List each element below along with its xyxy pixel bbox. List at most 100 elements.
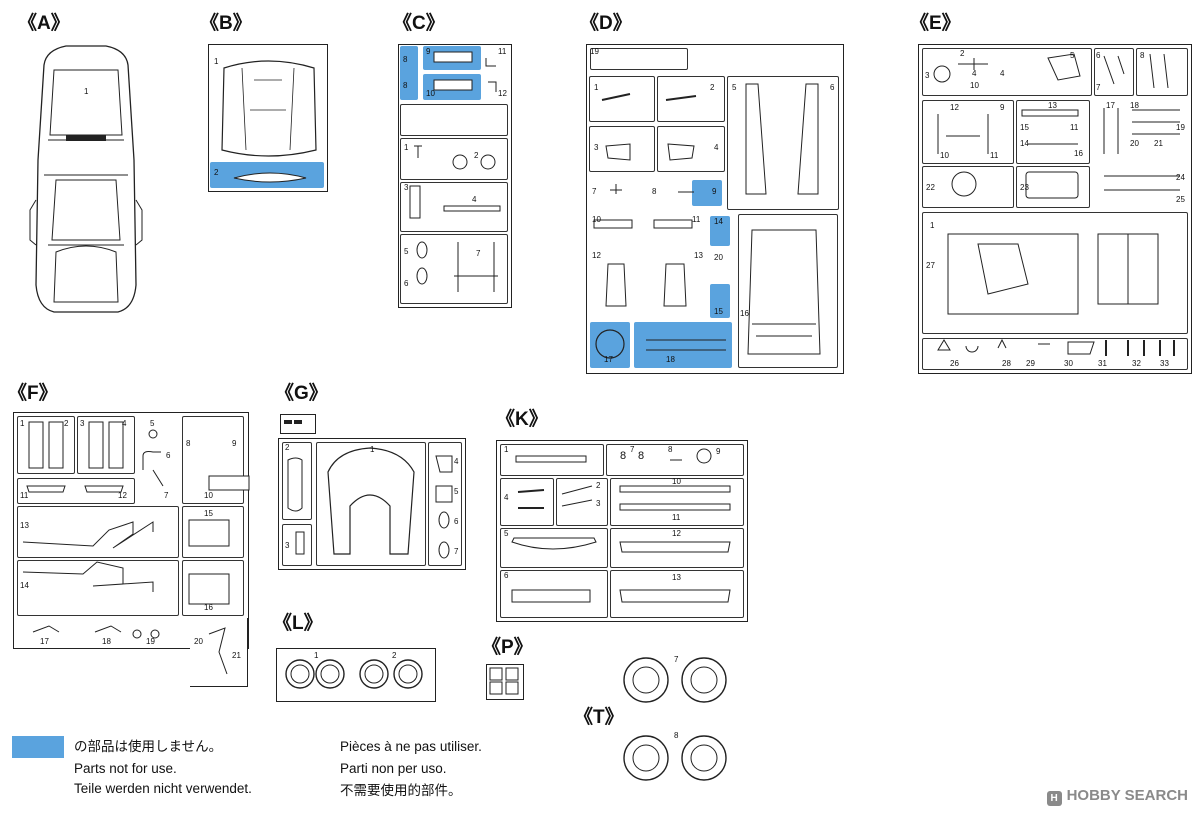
part-number: 2 (214, 168, 219, 177)
legend-note-ja: の部品は使用しません。 (74, 739, 223, 754)
part-number: 17 (604, 355, 613, 364)
part-number: 1 (84, 87, 89, 96)
part-number: 8 (620, 450, 627, 462)
part-number: 2 (960, 49, 965, 58)
part-number: 5 (404, 247, 409, 256)
part-number: 29 (1026, 359, 1035, 368)
part-number: 21 (232, 651, 241, 660)
runner-k-parts-drawing (511, 448, 731, 603)
legend-note-zh: 不需要使用的部件。 (340, 783, 462, 798)
part-number: 16 (204, 603, 213, 612)
part-cell (17, 416, 75, 474)
part-number: 20 (194, 637, 203, 646)
part-number: 10 (672, 477, 681, 486)
hood-drawing (221, 60, 317, 183)
part-number: 30 (1064, 359, 1073, 368)
runner-g-parts-drawing (284, 420, 453, 559)
part-number: 4 (972, 69, 977, 78)
part-number: 3 (80, 419, 85, 428)
part-number: 16 (740, 309, 749, 318)
part-number: 5 (454, 487, 459, 496)
wheels-drawing (285, 659, 423, 689)
part-number: 17 (40, 637, 49, 646)
part-number: 14 (714, 217, 723, 226)
part-number: 9 (712, 187, 717, 196)
parts-not-used-block (634, 322, 732, 368)
part-number: 8 (186, 439, 191, 448)
body-shell-drawing (29, 45, 143, 313)
part-number: 1 (314, 651, 319, 660)
part-number: 18 (666, 355, 675, 364)
part-number: 1 (214, 57, 219, 66)
part-number: 7 (1096, 83, 1101, 92)
runner-label-c: 《C》 (393, 13, 445, 34)
part-number: 9 (1000, 103, 1005, 112)
part-cell (657, 76, 725, 122)
part-number: 21 (1154, 139, 1163, 148)
part-number: 2 (64, 419, 69, 428)
part-number: 10 (204, 491, 213, 500)
part-number: 25 (1176, 195, 1185, 204)
part-number: 19 (146, 637, 155, 646)
part-number: 2 (474, 151, 479, 160)
part-number: 2 (285, 443, 290, 452)
part-number: 11 (20, 491, 29, 500)
runner-d-parts-drawing (593, 83, 821, 359)
runner-label-l: 《L》 (273, 613, 323, 634)
part-number: 33 (1160, 359, 1169, 368)
part-number: 11 (498, 47, 507, 56)
part-number: 24 (1176, 173, 1185, 182)
part-cell (17, 506, 179, 558)
part-number: 8 (1140, 51, 1145, 60)
part-number: 1 (504, 445, 509, 454)
part-number: 4 (1000, 69, 1005, 78)
part-cell (589, 76, 655, 122)
part-number: 23 (1020, 183, 1029, 192)
runner-label-b: 《B》 (200, 13, 252, 34)
part-cell (17, 560, 179, 616)
parts-not-used-block (710, 216, 730, 246)
runner-label-p: 《P》 (482, 637, 533, 658)
part-number: 26 (950, 359, 959, 368)
legend-note-de: Teile werden nicht verwendet. (74, 781, 252, 796)
part-number: 2 (596, 481, 601, 490)
runner-label-d: 《D》 (580, 13, 632, 34)
part-number: 10 (940, 151, 949, 160)
part-cell (1136, 48, 1188, 96)
part-number: 9 (232, 439, 237, 448)
part-number: 19 (590, 47, 599, 56)
part-number: 28 (1002, 359, 1011, 368)
part-number: 7 (454, 547, 459, 556)
part-number: 11 (1070, 123, 1079, 132)
part-number: 1 (594, 83, 599, 92)
part-number: 11 (672, 513, 681, 522)
legend-swatch (12, 736, 64, 758)
part-number: 16 (1074, 149, 1083, 158)
part-number: 7 (630, 445, 635, 454)
part-number: 9 (426, 47, 431, 56)
part-number: 7 (674, 655, 679, 664)
part-number: 9 (716, 447, 721, 456)
part-number: 12 (118, 491, 127, 500)
part-number: 17 (1106, 101, 1115, 110)
part-number: 32 (1132, 359, 1141, 368)
part-number: 15 (714, 307, 723, 316)
part-number: 11 (692, 215, 701, 224)
part-number: 6 (404, 279, 409, 288)
part-number: 12 (672, 529, 681, 538)
part-number: 20 (714, 253, 723, 262)
part-number: 14 (1020, 139, 1029, 148)
part-number: 22 (926, 183, 935, 192)
part-number: 13 (672, 573, 681, 582)
legend-note-it: Parti non per uso. (340, 761, 447, 776)
part-number: 1 (370, 445, 375, 454)
part-number: 20 (1130, 139, 1139, 148)
part-number: 10 (592, 215, 601, 224)
part-number: 1 (20, 419, 25, 428)
part-number: 19 (1176, 123, 1185, 132)
part-number: 18 (1130, 101, 1139, 110)
part-number: 12 (498, 89, 507, 98)
parts-not-used-block (692, 180, 722, 206)
part-number: 12 (592, 251, 601, 260)
